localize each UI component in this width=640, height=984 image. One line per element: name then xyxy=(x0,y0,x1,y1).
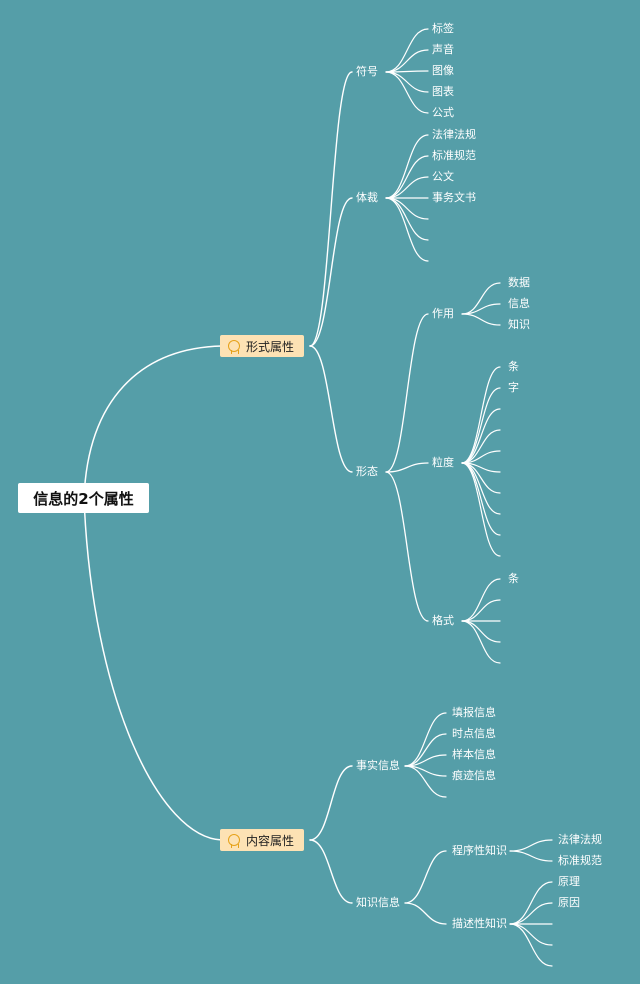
connector-line xyxy=(385,197,429,220)
leaf-label[interactable]: 标准规范 xyxy=(558,854,602,867)
connector-line xyxy=(461,313,501,326)
leaf-label[interactable]: 标准规范 xyxy=(432,149,476,162)
leaf-label[interactable]: 原因 xyxy=(558,896,580,909)
connector-line xyxy=(461,599,501,622)
connector-line xyxy=(83,345,223,499)
connector-line xyxy=(509,850,553,862)
branch-label: 形式属性 xyxy=(246,339,295,354)
leaf-label[interactable]: 图表 xyxy=(432,85,454,98)
connector-line xyxy=(461,462,501,557)
node-descriptive-knowledge[interactable]: 描述性知识 xyxy=(452,917,507,930)
connector-line xyxy=(461,620,501,664)
connector-line xyxy=(385,71,429,114)
node-procedural-knowledge[interactable]: 程序性知识 xyxy=(452,844,507,857)
node-function[interactable]: 作用 xyxy=(432,307,454,320)
leaf-label[interactable]: 字 xyxy=(508,381,519,394)
branch-label: 内容属性 xyxy=(246,833,295,848)
connector-line xyxy=(509,902,553,925)
leaf-label[interactable]: 声音 xyxy=(432,43,454,56)
leaf-label[interactable]: 图像 xyxy=(432,64,454,77)
connector-line xyxy=(385,462,429,473)
connector-line xyxy=(83,497,223,841)
connector-line xyxy=(461,578,501,622)
node-granularity[interactable]: 粒度 xyxy=(432,456,454,469)
connector-line xyxy=(461,462,501,536)
connector-line xyxy=(385,313,429,473)
connector-line xyxy=(309,197,353,347)
connector-line xyxy=(309,765,353,841)
connector-line xyxy=(385,71,429,93)
node-symbol[interactable]: 符号 xyxy=(356,65,378,78)
leaf-label[interactable]: 信息 xyxy=(508,297,530,310)
leaf-label[interactable]: 公文 xyxy=(432,170,454,183)
node-fact-info[interactable]: 事实信息 xyxy=(356,759,400,772)
connector-line xyxy=(385,155,429,199)
node-genre[interactable]: 体裁 xyxy=(356,191,378,204)
connector-line xyxy=(385,197,429,241)
leaf-label[interactable]: 事务文书 xyxy=(432,191,476,204)
connector-line xyxy=(309,71,353,347)
connector-line xyxy=(509,881,553,925)
medal-icon xyxy=(228,834,240,848)
connector-line xyxy=(509,839,553,852)
leaf-label[interactable]: 法律法规 xyxy=(558,833,602,846)
leaf-label[interactable]: 时点信息 xyxy=(452,727,496,740)
connector-line xyxy=(404,902,447,925)
connector-line xyxy=(385,134,429,199)
leaf-label[interactable]: 公式 xyxy=(432,106,454,119)
connector-line xyxy=(385,49,429,73)
connector-line xyxy=(385,471,429,622)
connector-line xyxy=(461,620,501,643)
leaf-label[interactable]: 条 xyxy=(508,572,519,585)
leaf-label[interactable]: 原理 xyxy=(558,875,580,888)
connector-line xyxy=(509,923,553,967)
branch-node-form[interactable]: 形式属性 xyxy=(220,335,305,357)
connector-line xyxy=(309,839,353,904)
connector-line xyxy=(404,733,447,767)
leaf-label[interactable]: 样本信息 xyxy=(452,748,496,761)
node-format[interactable]: 格式 xyxy=(432,614,454,627)
node-form[interactable]: 形态 xyxy=(356,465,378,478)
connector-line xyxy=(404,765,447,798)
connector-line xyxy=(404,850,447,904)
connector-line xyxy=(404,712,447,767)
node-knowledge-info[interactable]: 知识信息 xyxy=(356,896,400,909)
connector-line xyxy=(461,366,501,464)
connector-line xyxy=(461,429,501,464)
leaf-label[interactable]: 标签 xyxy=(432,22,454,35)
leaf-label[interactable]: 数据 xyxy=(508,276,530,289)
connector-line xyxy=(461,462,501,515)
leaf-label[interactable]: 法律法规 xyxy=(432,128,476,141)
root-node[interactable]: 信息的2个属性 xyxy=(18,483,149,513)
leaf-label[interactable]: 痕迹信息 xyxy=(452,769,496,782)
leaf-label[interactable]: 填报信息 xyxy=(452,706,496,719)
connector-line xyxy=(385,176,429,199)
leaf-label[interactable]: 知识 xyxy=(508,318,530,331)
branch-node-content[interactable]: 内容属性 xyxy=(220,829,305,851)
leaf-label[interactable]: 条 xyxy=(508,360,519,373)
connector-line xyxy=(509,923,553,946)
medal-icon xyxy=(228,340,240,354)
connector-line xyxy=(309,345,353,473)
connector-line xyxy=(461,387,501,464)
connector-line xyxy=(385,197,429,262)
